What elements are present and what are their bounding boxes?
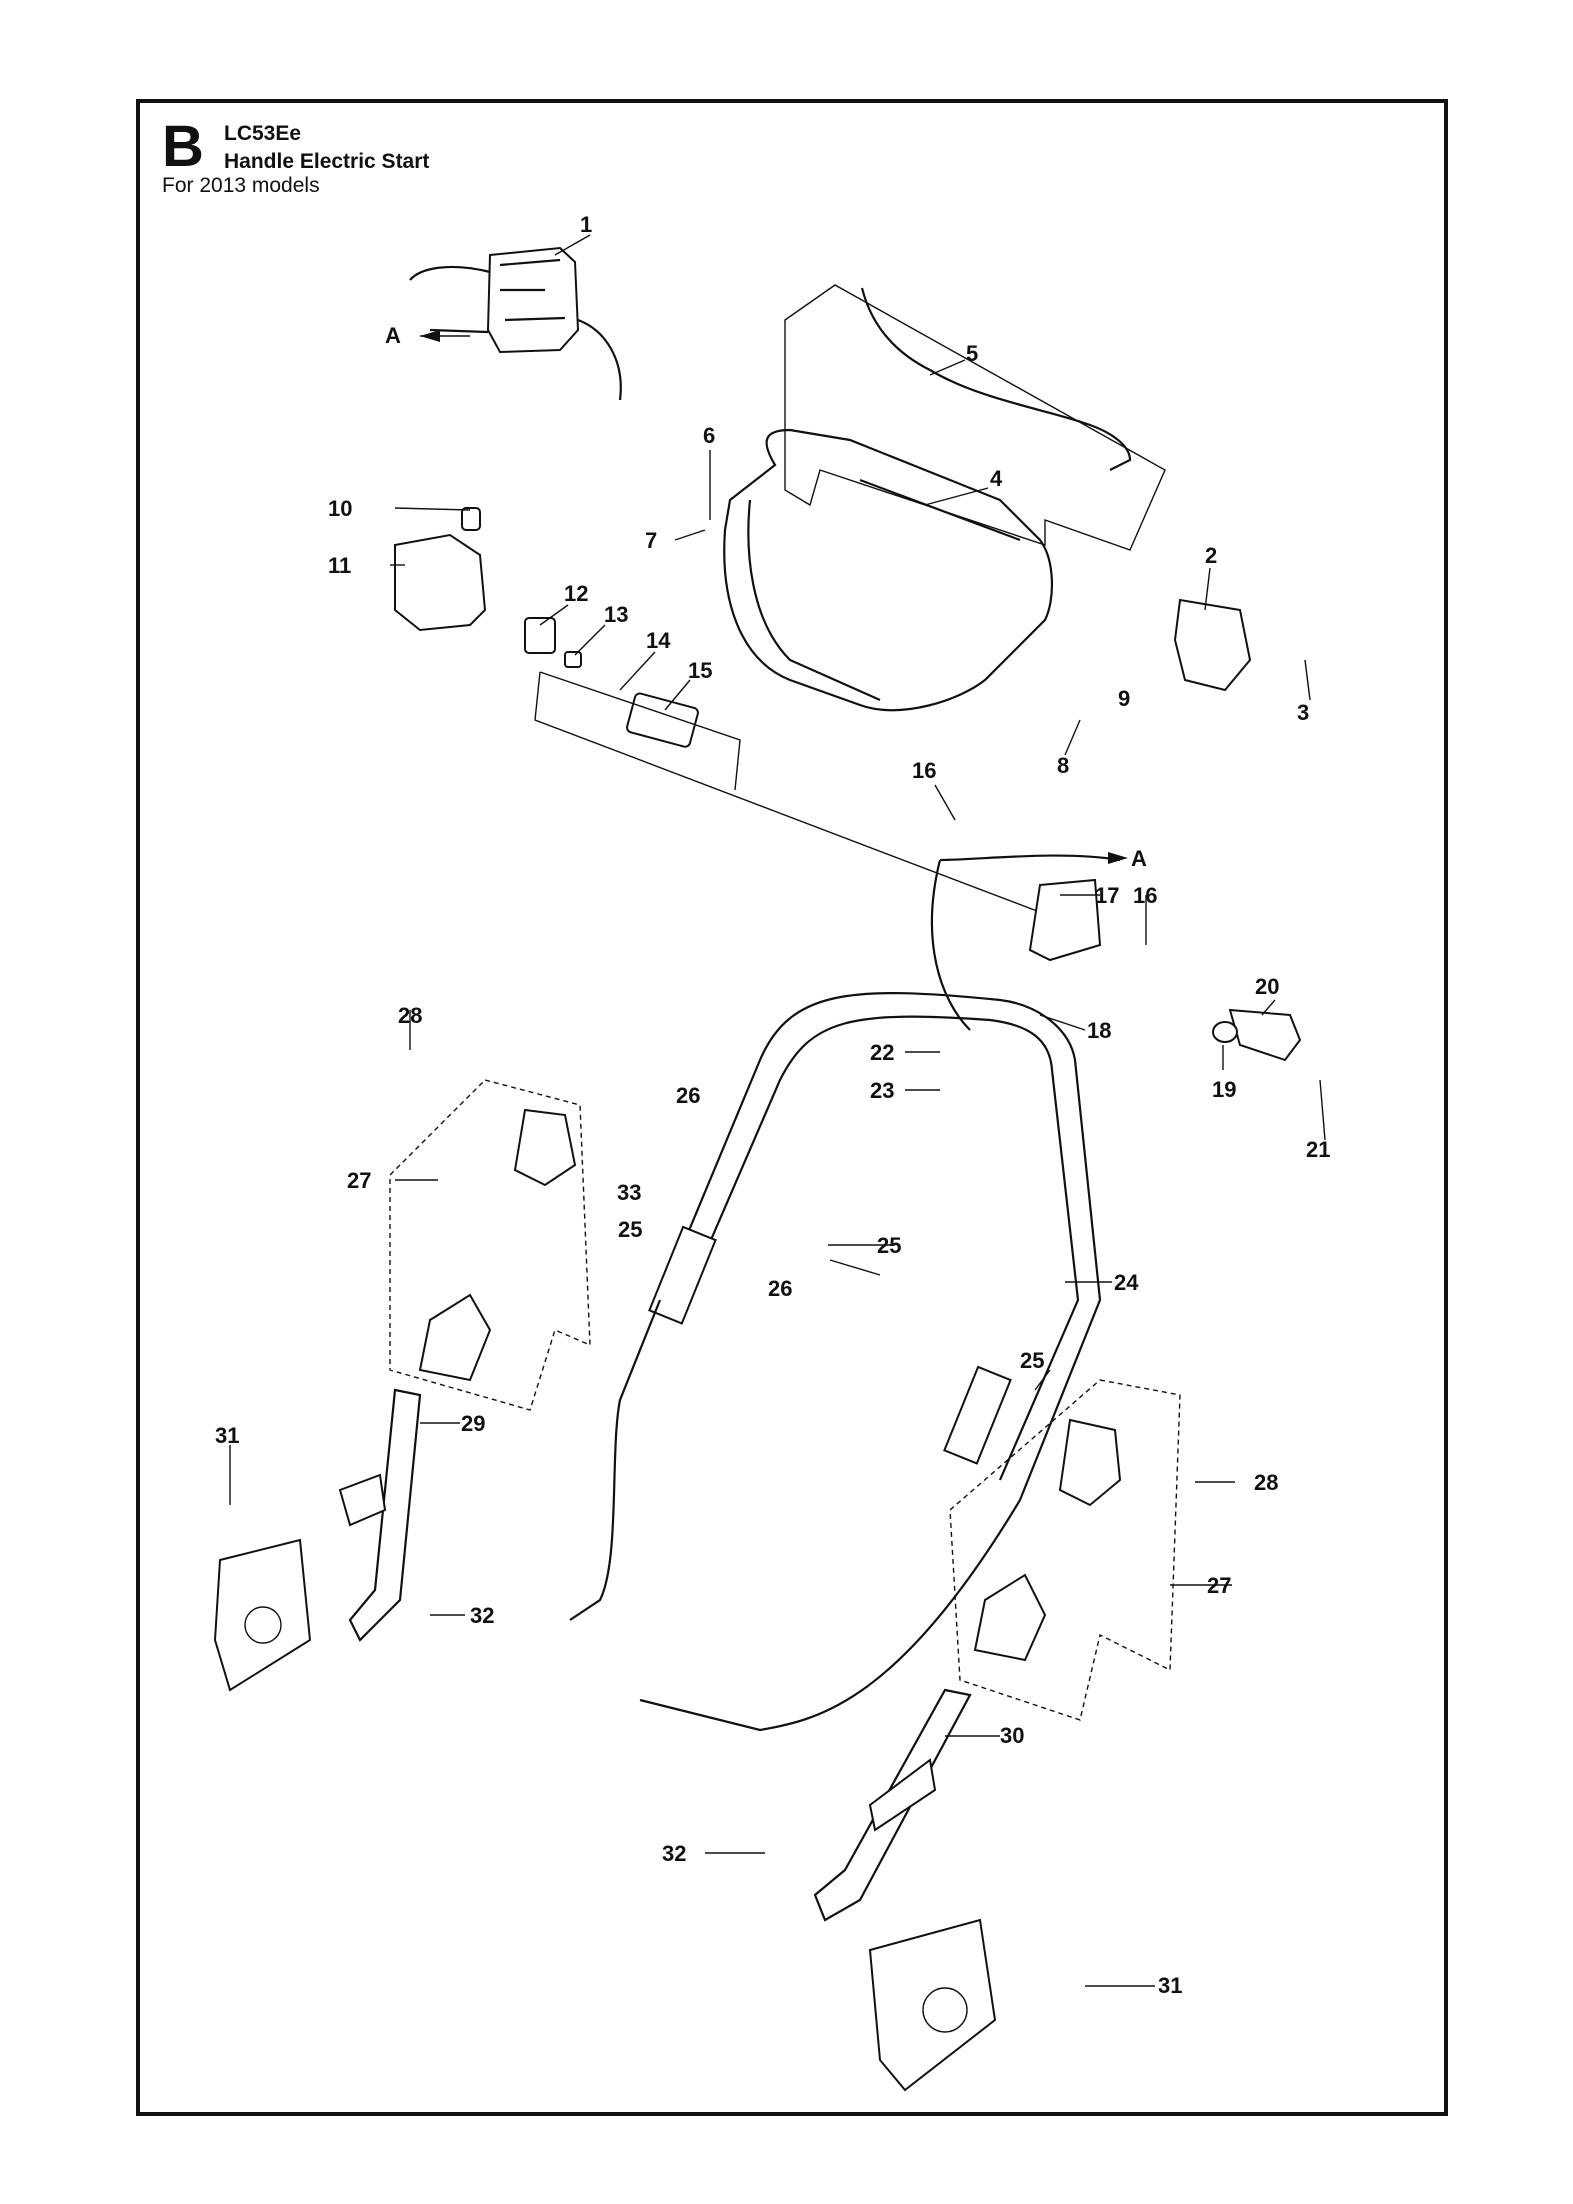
callout-32a: 32 <box>470 1603 494 1628</box>
callout-22: 22 <box>870 1040 894 1065</box>
part-17-mount <box>1028 878 1102 962</box>
callout-11: 11 <box>328 553 351 578</box>
callout-5: 5 <box>966 341 978 366</box>
callout-28b: 28 <box>1254 1470 1278 1495</box>
callout-2: 2 <box>1205 543 1217 568</box>
callout-12: 12 <box>564 581 588 606</box>
part-20-knob <box>1228 1008 1302 1062</box>
callout-a-left: A <box>385 323 401 348</box>
callout-21: 21 <box>1306 1137 1330 1162</box>
group-27-left-outline <box>389 1079 591 1411</box>
arrow-a-right <box>1108 852 1128 864</box>
part-30-right-arm <box>813 1688 972 1922</box>
part-29-left-arm <box>348 1388 422 1642</box>
part-left-pivot-plate <box>213 1538 312 1692</box>
callout-26a: 26 <box>676 1083 700 1108</box>
callout-23: 23 <box>870 1078 894 1103</box>
callout-32b: 32 <box>662 1841 686 1866</box>
callout-29: 29 <box>461 1411 485 1436</box>
callout-15: 15 <box>688 658 712 683</box>
callout-20: 20 <box>1255 974 1279 999</box>
part-11-housing <box>394 507 487 632</box>
callout-3: 3 <box>1297 700 1309 725</box>
part-4-upper-handle <box>723 428 1053 712</box>
callout-33: 33 <box>617 1180 641 1205</box>
model-year-note: For 2013 models <box>162 174 320 197</box>
callout-30: 30 <box>1000 1723 1024 1748</box>
callout-25b: 25 <box>877 1233 901 1258</box>
callout-16a: 16 <box>912 758 936 783</box>
arrow-a-left <box>420 330 440 342</box>
part-24-lower-handle <box>648 992 1102 1501</box>
callout-1: 1 <box>580 212 592 237</box>
callout-27b: 27 <box>1207 1573 1231 1598</box>
part-27-right-adjuster <box>1058 1418 1122 1507</box>
callout-16b: 16 <box>1133 883 1157 908</box>
diagram-frame <box>136 99 1448 2116</box>
callout-25a: 25 <box>618 1217 642 1242</box>
part-13-clip <box>564 651 582 668</box>
model-name: LC53Ee <box>224 122 302 145</box>
callout-25c: 25 <box>1020 1348 1044 1373</box>
callout-7: 7 <box>645 528 657 553</box>
callout-26b: 26 <box>768 1276 792 1301</box>
callout-9: 9 <box>1118 686 1130 711</box>
callout-24: 24 <box>1114 1270 1139 1295</box>
callout-a-right: A <box>1131 846 1147 871</box>
callout-8: 8 <box>1057 753 1069 778</box>
part-right-pivot-plate <box>868 1918 997 2092</box>
callout-4: 4 <box>990 466 1003 491</box>
part-15-bracket <box>626 692 699 748</box>
callout-31a: 31 <box>215 1423 239 1448</box>
part-27-left-adjuster <box>513 1108 577 1187</box>
group-27-right-outline <box>949 1379 1181 1721</box>
leader-lines <box>229 234 1326 1987</box>
section-letter: B <box>162 114 204 179</box>
part-5-cable <box>860 287 1132 471</box>
callout-17: 17 <box>1095 883 1119 908</box>
part-12-switch <box>524 617 556 654</box>
diagram-title: Handle Electric Start <box>224 150 430 173</box>
callout-31b: 31 <box>1158 1973 1182 1998</box>
callout-19: 19 <box>1212 1077 1236 1102</box>
part-1-control-box <box>409 246 622 401</box>
callout-10: 10 <box>328 496 352 521</box>
callout-18: 18 <box>1087 1018 1111 1043</box>
callout-14: 14 <box>646 628 671 653</box>
callout-13: 13 <box>604 602 628 627</box>
callout-6: 6 <box>703 423 715 448</box>
part-16-cable-harness <box>569 854 1121 1732</box>
callout-28a: 28 <box>398 1003 422 1028</box>
part-2-cover <box>1173 598 1252 692</box>
callout-27a: 27 <box>347 1168 371 1193</box>
